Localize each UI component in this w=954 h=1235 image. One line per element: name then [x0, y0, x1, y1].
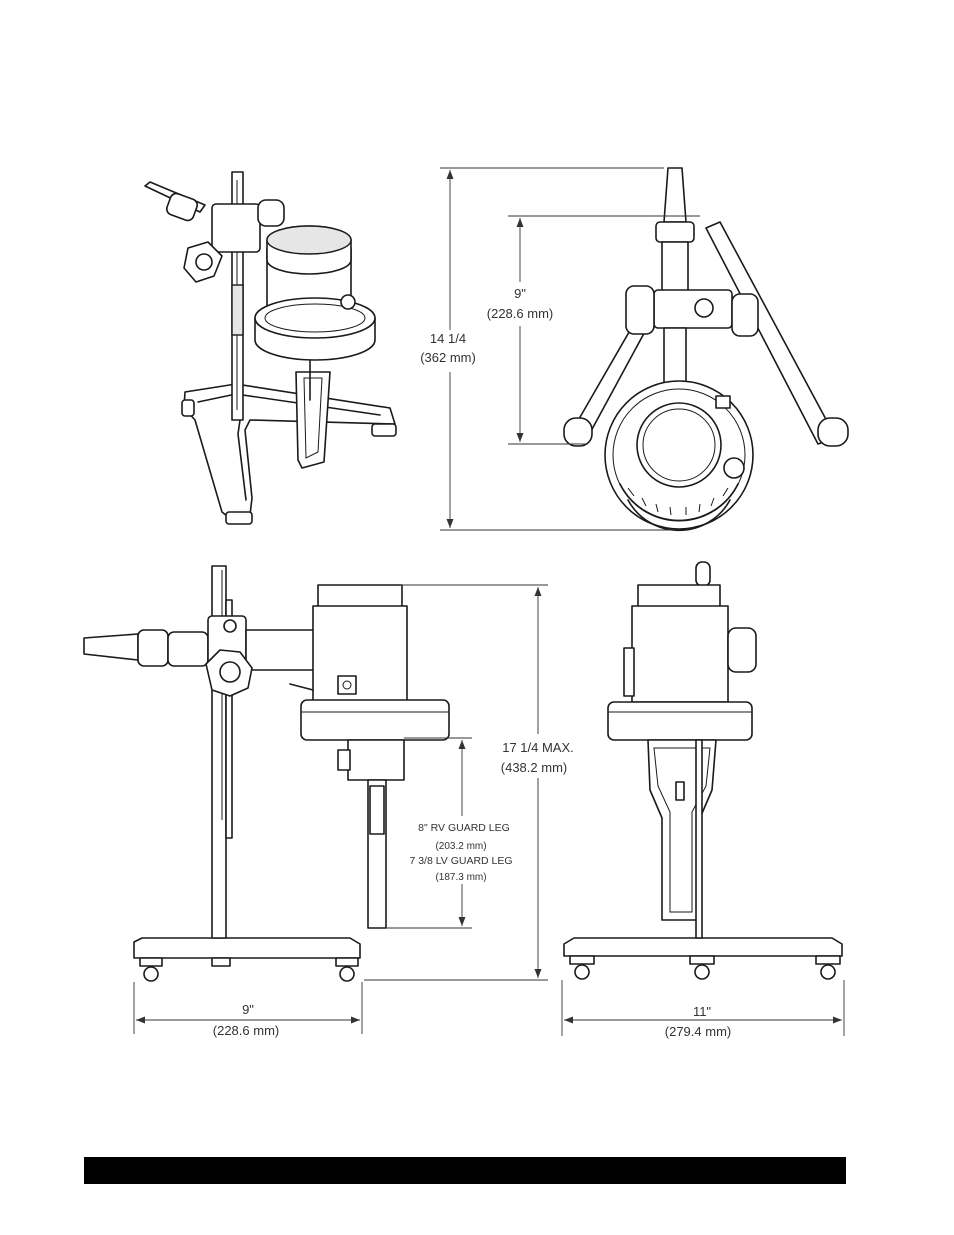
front-view — [564, 562, 842, 979]
top-view — [564, 168, 848, 530]
isometric-view — [145, 172, 396, 524]
lv-guard-leg-mm-label: (187.3 mm) — [435, 872, 486, 883]
base-width-side-mm-label: (228.6 mm) — [213, 1023, 279, 1038]
front-upper-label: 9" — [514, 286, 526, 301]
base-width-side-label: 9" — [242, 1002, 254, 1017]
side-view — [84, 566, 449, 981]
overall-height-label: 14 1/4 — [430, 331, 466, 346]
base-width-front-label: 11" — [693, 1004, 711, 1019]
base-width-front-mm-label: (279.4 mm) — [665, 1024, 731, 1039]
overall-height-mm-label: (362 mm) — [420, 350, 476, 365]
front-upper-mm-label: (228.6 mm) — [487, 306, 553, 321]
footer-bar — [84, 1157, 846, 1184]
rv-guard-leg-label: 8" RV GUARD LEG — [418, 822, 510, 834]
max-height-mm-label: (438.2 mm) — [501, 760, 567, 775]
rv-guard-leg-mm-label: (203.2 mm) — [435, 841, 486, 852]
max-height-label: 17 1/4 MAX. — [502, 740, 574, 755]
lv-guard-leg-label: 7 3/8 LV GUARD LEG — [409, 855, 512, 867]
